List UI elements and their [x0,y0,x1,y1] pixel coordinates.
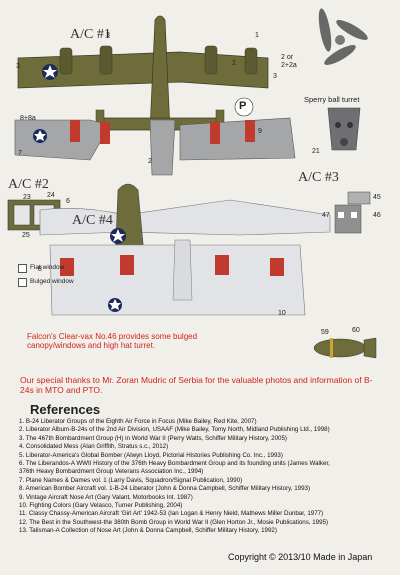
callout-3-left: 3 [16,63,20,70]
callout-23: 23 [23,194,31,201]
reference-item: 5. Liberator-America's Global Bomber (Al… [19,451,283,459]
clear-vax-note: Falcon's Clear-vax No.46 provides some b… [27,332,198,350]
bomb-drawing [313,337,377,359]
ac1-label: A/C #1 [70,27,111,42]
reference-item: 3. The 467th Bombardment Group (H) in Wo… [19,434,287,442]
reference-item: 8. American Bomber Aircraft vol. 1-B-24 … [19,485,311,493]
references-title: References [30,402,101,417]
references-list: 1. B-24 Liberator Groups of the Eighth A… [19,418,394,536]
ac1-plane-bottom [14,117,296,176]
callout-6: 6 [66,198,70,205]
legend-bulged-label: Bulged window [30,278,74,285]
legend-flat-swatch [18,264,27,273]
callout-2-bottom: 2 [148,158,152,165]
ac3-label: A/C #3 [298,170,339,185]
callout-25: 25 [22,232,30,239]
ac4-plane-top [39,183,331,316]
ac3-turret-drawing [334,191,371,234]
reference-item: 1. B-24 Liberator Groups of the Eighth A… [19,418,257,425]
callout-10: 10 [278,310,286,317]
sperry-ball-turret-label: Sperry ball turret [304,95,360,104]
callout-46: 46 [373,212,381,219]
callout-60: 60 [352,327,360,334]
callout-45: 45 [373,194,381,201]
prop-callout-line1: 2 or [281,54,294,61]
callout-9: 9 [258,128,262,135]
legend-bulged-swatch [18,278,27,287]
ac4-label: A/C #4 [72,213,113,228]
reference-item: 6. The Liberandos-A WWII History of the … [19,460,330,468]
callout-47: 47 [322,212,330,219]
propeller-drawing [318,8,368,65]
callout-21: 21 [312,148,320,155]
callout-8: 8 [38,266,42,273]
callout-3-right: 3 [273,73,277,80]
reference-item: 7. Plane Names & Dames vol. 1 (Larry Dav… [19,476,243,484]
legend-flat-label: Flat window [30,264,65,271]
callout-2: 2 [232,60,236,67]
reference-item: 12. The Best in the Southwest-the 380th … [19,518,329,526]
tail-circle-marking [234,97,254,117]
prop-callout-line2: 2+2a [281,62,297,69]
reference-item: 13. Talisman-A Collection of Nose Art (J… [19,527,277,535]
ac1-plane-top [17,15,269,135]
callout-1: 1 [255,32,259,39]
reference-item: 376th Heavy Bombardment Group Veterans A… [19,468,204,476]
callout-24: 24 [47,192,55,199]
sperry-ball-turret-drawing [327,107,361,151]
ac2-label: A/C #2 [8,177,49,192]
callout-7: 7 [18,150,22,157]
tail-letter-p: P [239,100,247,112]
reference-item: 11. Classy Chassy-American Aircraft 'Gir… [19,510,324,518]
copyright: Copyright © 2013/10 Made in Japan [228,552,373,562]
callout-59: 59 [321,329,329,336]
reference-item: 4. Consolidated Mess (Alan Griffith, Str… [19,443,169,451]
reference-item: 10. Fighting Colors (Gary Velasco, Turne… [19,502,183,510]
reference-item: 9. Vintage Aircraft Nose Art (Gary Valan… [19,493,193,501]
callout-3-top: 3 [106,32,110,39]
thanks-note: Our special thanks to Mr. Zoran Mudric o… [20,375,373,395]
callout-8-8a: 8+8a [20,115,36,122]
reference-item: 2. Liberator Album-B-24s of the 2nd Air … [19,426,330,434]
